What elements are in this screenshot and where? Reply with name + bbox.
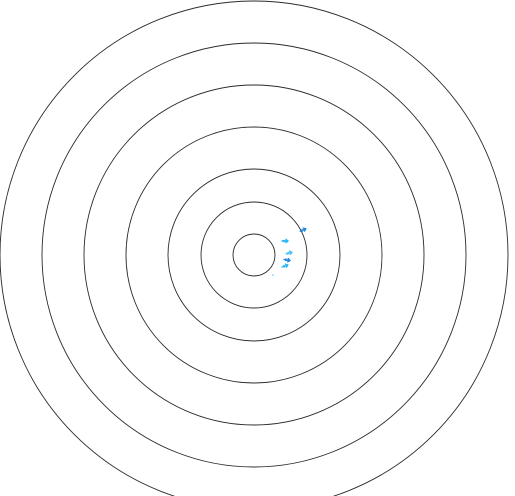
shot-marker-5 <box>281 263 289 268</box>
shot-marker-1 <box>299 227 307 232</box>
shot-marker-3 <box>285 250 293 255</box>
shot-marker-2 <box>281 238 290 244</box>
target-ring-6 <box>41 42 467 468</box>
target-ring-4 <box>125 126 383 384</box>
target-ring-2 <box>200 201 308 309</box>
shot-marker-4 <box>283 257 292 263</box>
target-ring-1 <box>232 233 276 277</box>
shot-marker-6 <box>272 274 274 276</box>
shot-markers <box>272 227 307 276</box>
target-ring-5 <box>83 84 425 426</box>
target-ring-3 <box>167 168 341 342</box>
